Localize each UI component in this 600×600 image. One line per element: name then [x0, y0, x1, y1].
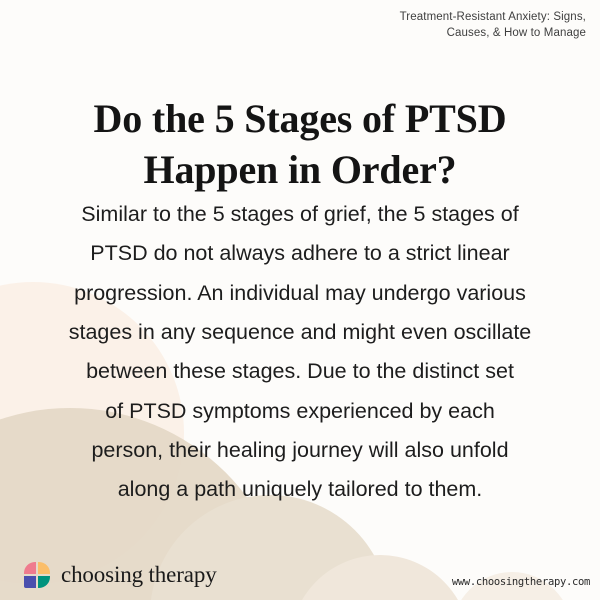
article-kicker: Treatment-Resistant Anxiety: Signs, Caus…: [326, 9, 586, 42]
brand-wordmark: choosing therapy: [61, 562, 217, 587]
page-title: Do the 5 Stages of PTSD Happen in Order?: [40, 93, 560, 195]
kicker-line-2: Causes, & How to Manage: [446, 27, 586, 40]
logo-quadrant-top-left-icon: [24, 562, 36, 574]
body-line-1: Similar to the 5 stages of grief, the 5 …: [81, 202, 519, 226]
watermark-url: www.choosingtherapy.com: [451, 576, 590, 588]
headline-line-2: Happen in Order?: [143, 146, 457, 192]
decorative-circle-tan-small: [290, 555, 470, 600]
logo-quadrant-bottom-left-icon: [24, 576, 36, 588]
brand-lockup: choosing therapy: [24, 562, 217, 588]
body-line-6: of PTSD symptoms experienced by each: [105, 398, 495, 423]
choosing-therapy-logo-icon: [24, 562, 50, 588]
body-paragraph: Similar to the 5 stages of grief, the 5 …: [30, 195, 570, 510]
body-line-2: PTSD do not always adhere to a strict li…: [90, 241, 510, 266]
body-line-5: between these stages. Due to the distinc…: [86, 359, 514, 384]
body-line-8: along a path uniquely tailored to them.: [117, 477, 483, 502]
body-line-3: progression. An individual may undergo v…: [74, 280, 526, 305]
logo-quadrant-top-right-icon: [38, 562, 50, 574]
body-line-7: person, their healing journey will also …: [91, 438, 509, 463]
kicker-line-1: Treatment-Resistant Anxiety: Signs,: [399, 11, 586, 23]
body-line-4: stages in any sequence and might even os…: [68, 320, 532, 345]
headline-line-1: Do the 5 Stages of PTSD: [93, 95, 507, 141]
logo-quadrant-bottom-right-icon: [38, 576, 50, 588]
